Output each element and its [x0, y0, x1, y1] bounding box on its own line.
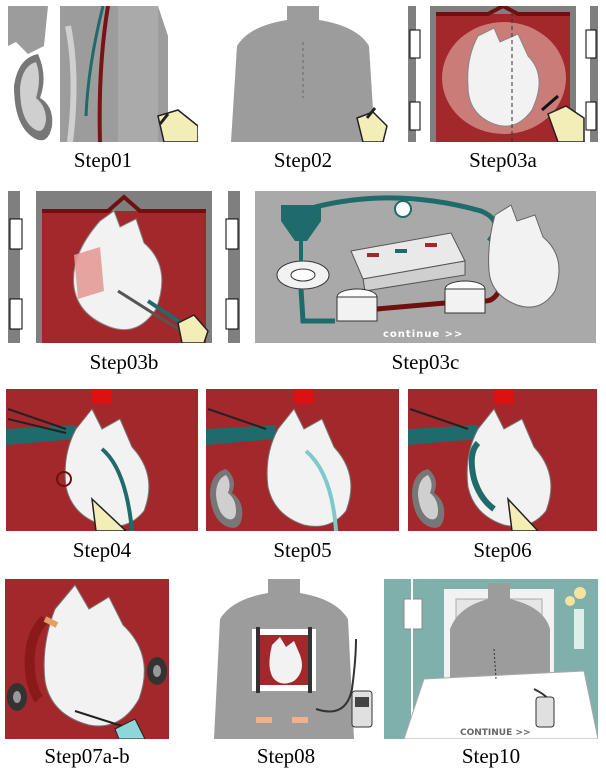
step05-illustration[interactable] [206, 389, 399, 531]
step06-caption: Step06 [408, 538, 597, 562]
step04-illustration[interactable] [6, 389, 198, 531]
step02-illustration[interactable] [207, 6, 399, 142]
step03c-caption: Step03c [255, 350, 596, 374]
step06-illustration[interactable] [408, 389, 597, 531]
step03a-caption: Step03a [408, 148, 598, 172]
step03b-illustration[interactable] [8, 191, 240, 343]
step03c-illustration[interactable]: continue >> [255, 191, 596, 343]
step08-illustration[interactable] [196, 579, 376, 739]
step03b-caption: Step03b [8, 350, 240, 374]
step10-caption: Step10 [384, 744, 598, 768]
step02-caption: Step02 [207, 148, 399, 172]
step01-caption: Step01 [8, 148, 198, 172]
step07ab-caption: Step07a-b [5, 744, 169, 768]
step05-caption: Step05 [206, 538, 399, 562]
step03a-illustration[interactable] [408, 6, 598, 142]
step03c-continue-text[interactable]: continue >> [383, 329, 463, 340]
step08-caption: Step08 [196, 744, 376, 768]
step07ab-illustration[interactable] [5, 579, 169, 739]
step01-illustration[interactable] [8, 6, 198, 142]
step10-illustration[interactable]: CONTINUE >> [384, 579, 598, 739]
step04-caption: Step04 [6, 538, 198, 562]
step10-continue-text[interactable]: CONTINUE >> [460, 728, 530, 738]
